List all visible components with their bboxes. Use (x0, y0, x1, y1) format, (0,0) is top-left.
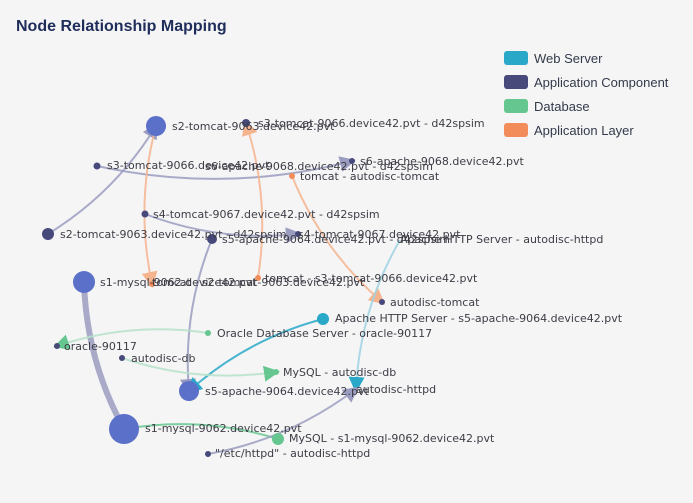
graph-edge (291, 175, 386, 305)
graph-node[interactable] (242, 119, 250, 127)
graph-edge (47, 122, 159, 235)
graph-node-label: s1-mysql-9062.device42.pvt (145, 422, 302, 435)
graph-edge (120, 419, 279, 440)
legend-swatch (504, 123, 528, 137)
graph-node[interactable] (149, 281, 155, 287)
legend: Web Server Application Component Databas… (504, 46, 668, 142)
graph-node[interactable] (109, 414, 139, 444)
graph-node[interactable] (119, 355, 125, 361)
graph-node-label: MySQL - autodisc-db (283, 366, 396, 379)
graph-node-label: "/etc/httpd" - autodisc-httpd (215, 447, 370, 460)
graph-node-label: s1-mysql-9062.device42.pvt (100, 276, 257, 289)
graph-node-label: oracle-90117 (64, 340, 137, 353)
graph-node[interactable] (205, 330, 211, 336)
graph-node-label: s2-tomcat-9063.device42.pvt - d42spsim (60, 228, 287, 241)
graph-node-label: tomcat - autodisc-tomcat (300, 170, 440, 183)
graph-node[interactable] (379, 299, 385, 305)
graph-node-label: tomcat - s3-tomcat-9066.device42.pvt (265, 272, 478, 285)
graph-node-label: s2-tomcat-9063.device42.pvt (172, 120, 335, 133)
graph-node-label: s5-apache-9064.device42.pvt (205, 385, 370, 398)
graph-edge (53, 328, 209, 350)
graph-edge (81, 281, 127, 431)
graph-edge (186, 318, 324, 394)
graph-node[interactable] (73, 271, 95, 293)
graph-edge (96, 156, 356, 180)
graph-node[interactable] (207, 234, 217, 244)
graph-node-label: autodisc-httpd (356, 383, 436, 396)
graph-node[interactable] (54, 343, 60, 349)
graph-node-label: s6-apache-9068.device42.pvt - d42spsim (205, 160, 433, 173)
graph-node[interactable] (93, 162, 101, 170)
graph-node-label: tomcat - s2-tomcat-9063.device42.pvt (152, 276, 365, 289)
legend-label: Application Component (534, 74, 669, 90)
legend-item-database[interactable]: Database (504, 94, 668, 118)
graph-node-label: s5-apache-9064.device42.pvt - d42spsim (222, 233, 450, 246)
graph-edge (348, 239, 401, 393)
graph-edge (180, 238, 213, 395)
graph-edge (121, 357, 280, 382)
graph-edge (207, 386, 360, 455)
legend-item-application-layer[interactable]: Application Layer (504, 118, 668, 142)
graph-node[interactable] (273, 369, 279, 375)
legend-swatch (504, 75, 528, 89)
legend-label: Application Layer (534, 122, 634, 138)
graph-node[interactable] (255, 275, 261, 281)
graph-node[interactable] (141, 210, 149, 218)
graph-node-label: Oracle Database Server - oracle-90117 (217, 327, 432, 340)
legend-label: Web Server (534, 50, 603, 66)
graph-node[interactable] (349, 158, 355, 164)
graph-edge (242, 119, 264, 279)
graph-node-label: Apache HTTP Server - s5-apache-9064.devi… (335, 312, 623, 325)
graph-node[interactable] (317, 313, 329, 325)
graph-node-label: s3-tomcat-9066.device42.pvt (107, 159, 270, 172)
graph-node[interactable] (295, 231, 301, 237)
graph-node-label: autodisc-db (131, 352, 196, 365)
graph-node-label: s4-tomcat-9067.device42.pvt (298, 228, 461, 241)
graph-node-label: s3-tomcat-9066.device42.pvt - d42spsim (258, 117, 485, 130)
graph-edge (144, 213, 302, 244)
page-title: Node Relationship Mapping (16, 18, 227, 35)
legend-item-web-server[interactable]: Web Server (504, 46, 668, 70)
graph-node[interactable] (205, 451, 211, 457)
legend-swatch (504, 99, 528, 113)
graph-node-label: s6-apache-9068.device42.pvt (360, 155, 525, 168)
graph-node[interactable] (146, 116, 166, 136)
graph-edge (141, 125, 158, 288)
graph-node[interactable] (289, 173, 295, 179)
graph-node-label: s4-tomcat-9067.device42.pvt - d42spsim (153, 208, 380, 221)
graph-node[interactable] (42, 228, 54, 240)
graph-node-label: autodisc-tomcat (390, 296, 480, 309)
graph-node-label: Apache HTTP Server - autodisc-httpd (400, 233, 603, 246)
graph-node[interactable] (179, 381, 199, 401)
legend-item-application-component[interactable]: Application Component (504, 70, 668, 94)
legend-swatch (504, 51, 528, 65)
graph-node-label: MySQL - s1-mysql-9062.device42.pvt (289, 432, 495, 445)
legend-label: Database (534, 98, 590, 114)
graph-node[interactable] (272, 433, 284, 445)
